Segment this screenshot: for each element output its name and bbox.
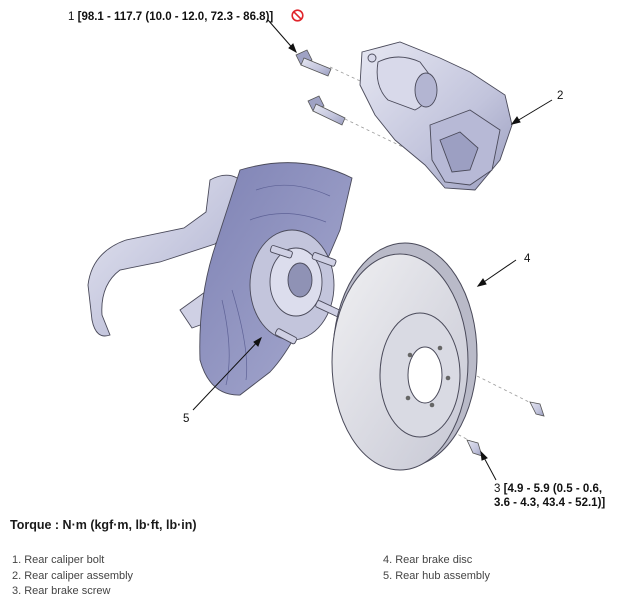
callout-3-number: 3 — [494, 483, 501, 495]
rear-caliper-bolt-upper — [295, 49, 332, 77]
legend-item-2: 2. Rear caliper assembly — [12, 570, 134, 582]
callout-1-number: 1 — [68, 11, 75, 23]
legend-item-1: 1. Rear caliper bolt — [12, 554, 105, 566]
callout-2-number: 2 — [557, 90, 564, 102]
rear-brake-screw — [466, 401, 545, 457]
callout-4: 4 — [524, 252, 530, 266]
callout-3-torque-spec-line2: 3.6 - 4.3, 43.4 - 52.1)] — [494, 497, 606, 509]
callout-2: 2 — [557, 89, 563, 103]
callout-3: 3 [4.9 - 5.9 (0.5 - 0.6, 3.6 - 4.3, 43.4… — [494, 482, 605, 510]
callout-5-number: 5 — [183, 413, 190, 425]
callout-1-torque-spec: [98.1 - 117.7 (10.0 - 12.0, 72.3 - 86.8)… — [77, 11, 274, 23]
leader-lines — [192, 19, 553, 481]
no-reuse-icon — [291, 9, 304, 22]
callout-5: 5 — [183, 412, 189, 426]
callout-3-torque-spec-line1: [4.9 - 5.9 (0.5 - 0.6, — [503, 483, 603, 495]
callout-4-number: 4 — [524, 253, 531, 265]
rear-hub-assembly — [87, 162, 353, 396]
rear-caliper-assembly — [359, 41, 513, 191]
rear-brake-disc — [331, 242, 478, 471]
legend-item-3: 3. Rear brake screw — [12, 585, 111, 597]
callout-1: 1 [98.1 - 117.7 (10.0 - 12.0, 72.3 - 86.… — [68, 10, 273, 24]
torque-units-title: Torque : N·m (kgf·m, lb·ft, lb·in) — [10, 518, 197, 532]
legend-item-5: 5. Rear hub assembly — [383, 570, 490, 582]
legend-item-4: 4. Rear brake disc — [383, 554, 473, 566]
rear-caliper-bolt-lower — [307, 95, 346, 126]
exploded-view-diagram — [87, 19, 553, 481]
